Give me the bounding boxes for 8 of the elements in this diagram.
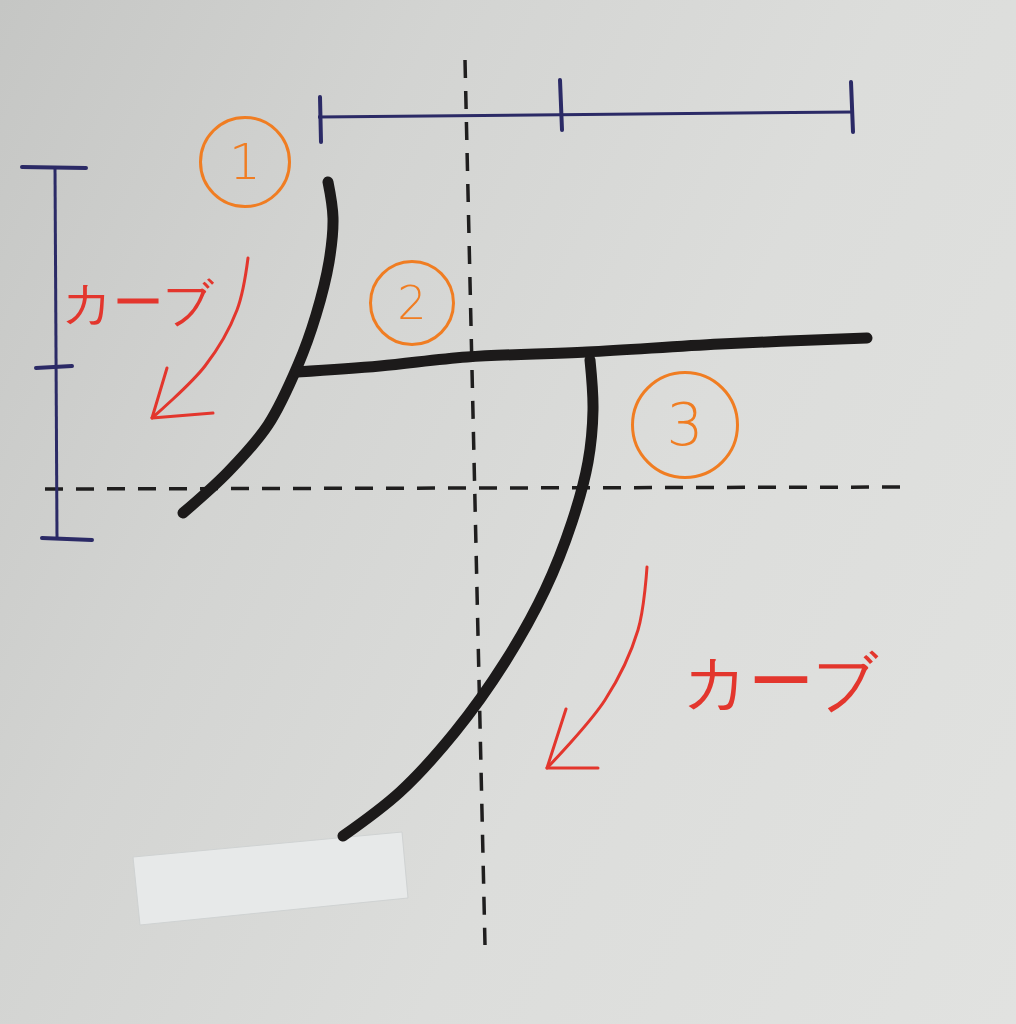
step-number: 2 <box>397 280 427 326</box>
step-number: 1 <box>229 137 261 187</box>
step-number-circle <box>369 260 455 346</box>
curve-note: カーブ <box>62 278 214 328</box>
curve-note: カーブ <box>683 650 879 714</box>
step-number-circle <box>631 371 739 479</box>
step-number-circle <box>199 116 291 208</box>
step-number: 3 <box>666 396 704 454</box>
